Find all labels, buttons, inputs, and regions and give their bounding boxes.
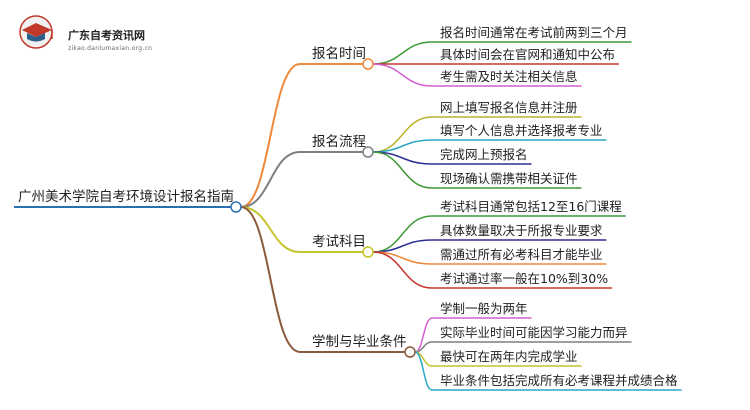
leaf-label: 填写个人信息并选择报考专业 <box>440 123 603 138</box>
logo-url: zikao.danlumaxian.org.cn <box>68 45 153 52</box>
branch-connector <box>240 151 301 208</box>
leaf-label: 完成网上预报名 <box>440 147 528 162</box>
branch-node-circle <box>362 246 374 258</box>
leaf-connector <box>414 351 433 391</box>
leaf-label: 具体时间会在官网和通知中公布 <box>440 47 615 62</box>
branch-node-circle <box>404 346 416 358</box>
branch-connector <box>240 206 301 353</box>
branch-label: 学制与毕业条件 <box>312 333 407 350</box>
leaf-label: 学制一般为两年 <box>440 301 528 316</box>
leaf-label: 网上填写报名信息并注册 <box>440 100 578 115</box>
leaf-label: 实际毕业时间可能因学习能力而异 <box>440 325 628 340</box>
branch-label: 考试科目 <box>312 234 366 250</box>
leaf-label: 现场确认需携带相关证件 <box>440 171 578 186</box>
branch-node-circle <box>362 58 374 70</box>
leaf-connector <box>372 151 433 189</box>
leaf-label: 考试通过率一般在10%到30% <box>440 271 608 286</box>
branch-connector <box>240 63 301 208</box>
root-node-circle <box>230 201 242 213</box>
branch-node-circle <box>362 146 374 158</box>
branch-connector <box>240 206 301 253</box>
branch-label: 报名时间 <box>312 46 366 62</box>
leaf-connector <box>372 63 433 87</box>
leaf-connector <box>372 41 433 65</box>
leaf-connector <box>372 251 433 289</box>
leaf-label: 考试科目通常包括12至16门课程 <box>440 199 622 214</box>
root-label: 广州美术学院自考环境设计报名指南 <box>18 189 234 205</box>
site-logo: 广东自考资讯网 zikao.danlumaxian.org.cn <box>8 12 158 52</box>
leaf-label: 报名时间通常在考试前两到三个月 <box>440 25 628 40</box>
leaf-label: 最快可在两年内完成学业 <box>440 349 578 364</box>
leaf-label: 考生需及时关注相关信息 <box>440 69 578 84</box>
logo-title: 广东自考资讯网 <box>68 29 145 42</box>
leaf-label: 需通过所有必考科目才能毕业 <box>440 247 603 262</box>
graduation-cap-logo-icon <box>19 15 53 49</box>
leaf-label: 毕业条件包括完成所有必考课程并成绩合格 <box>440 373 678 388</box>
branch-label: 报名流程 <box>312 134 366 150</box>
leaf-label: 具体数量取决于所报专业要求 <box>440 223 603 238</box>
